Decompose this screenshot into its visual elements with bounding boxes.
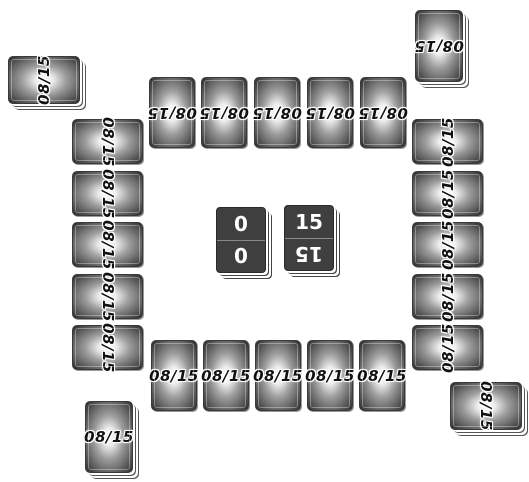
card-label: 08/15 <box>439 272 457 322</box>
draw-pile-top-right[interactable]: 08/15 <box>415 10 463 82</box>
card-label: 08/15 <box>357 367 407 385</box>
top-hand-card-2[interactable]: 08/15 <box>201 77 247 148</box>
card-label: 08/15 <box>305 367 355 385</box>
right-hand-card-5[interactable]: 08/15 <box>412 325 483 370</box>
right-hand-card-4[interactable]: 08/15 <box>412 274 483 319</box>
left-hand-card-2[interactable]: 08/15 <box>72 171 143 216</box>
bottom-hand-card-3[interactable]: 08/15 <box>255 340 301 411</box>
right-hand-card-1[interactable]: 08/15 <box>412 119 483 164</box>
card-label: 08/15 <box>99 323 117 373</box>
top-hand-card-4[interactable]: 08/15 <box>307 77 353 148</box>
draw-pile-top-left[interactable]: 08/15 <box>8 56 80 104</box>
card-label: 08/15 <box>439 220 457 270</box>
card-label: 08/15 <box>99 272 117 322</box>
card-label: 08/15 <box>439 169 457 219</box>
left-hand-card-5[interactable]: 08/15 <box>72 325 143 370</box>
top-hand-card-3[interactable]: 08/15 <box>254 77 300 148</box>
top-hand-card-5[interactable]: 08/15 <box>360 77 406 148</box>
score-left-top: 0 <box>217 208 265 241</box>
score-right-bottom: 15 <box>285 238 333 270</box>
top-hand-card-1[interactable]: 08/15 <box>149 77 195 148</box>
card-label: 08/15 <box>439 117 457 167</box>
bottom-hand-card-4[interactable]: 08/15 <box>307 340 353 411</box>
bottom-hand-card-5[interactable]: 08/15 <box>359 340 405 411</box>
score-left-bottom: 0 <box>217 240 265 272</box>
card-label: 08/15 <box>199 104 249 122</box>
card-label: 08/15 <box>99 220 117 270</box>
card-label: 08/15 <box>147 104 197 122</box>
card-label: 08/15 <box>84 428 134 446</box>
score-card-right: 15 15 <box>284 205 334 271</box>
card-label: 08/15 <box>35 55 53 105</box>
draw-pile-bottom-left[interactable]: 08/15 <box>85 401 133 473</box>
card-label: 08/15 <box>439 323 457 373</box>
score-right-top: 15 <box>285 206 333 239</box>
card-label: 08/15 <box>252 104 302 122</box>
card-label: 08/15 <box>253 367 303 385</box>
draw-pile-bottom-right[interactable]: 08/15 <box>450 382 522 430</box>
bottom-hand-card-1[interactable]: 08/15 <box>151 340 197 411</box>
left-hand-card-3[interactable]: 08/15 <box>72 222 143 267</box>
card-label: 08/15 <box>305 104 355 122</box>
left-hand-card-1[interactable]: 08/15 <box>72 119 143 164</box>
card-label: 08/15 <box>477 381 495 431</box>
bottom-hand-card-2[interactable]: 08/15 <box>203 340 249 411</box>
card-label: 08/15 <box>99 117 117 167</box>
right-hand-card-3[interactable]: 08/15 <box>412 222 483 267</box>
score-card-left: 0 0 <box>216 207 266 273</box>
card-label: 08/15 <box>149 367 199 385</box>
left-hand-card-4[interactable]: 08/15 <box>72 274 143 319</box>
card-label: 08/15 <box>414 37 464 55</box>
card-label: 08/15 <box>201 367 251 385</box>
right-hand-card-2[interactable]: 08/15 <box>412 171 483 216</box>
card-label: 08/15 <box>99 169 117 219</box>
card-label: 08/15 <box>358 104 408 122</box>
